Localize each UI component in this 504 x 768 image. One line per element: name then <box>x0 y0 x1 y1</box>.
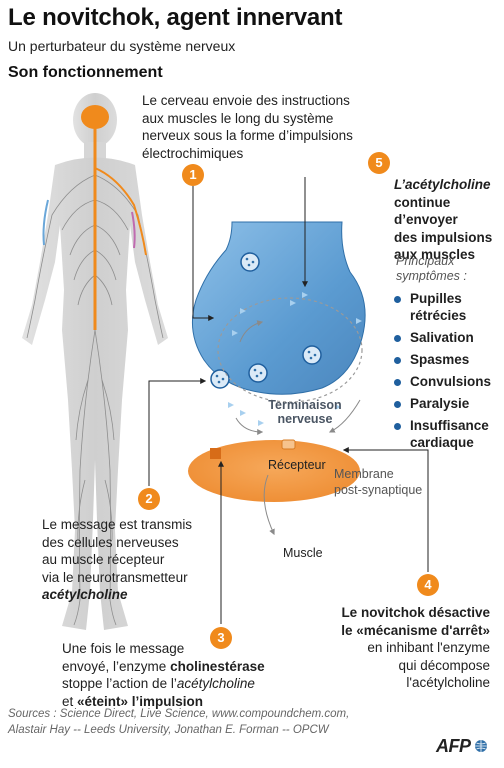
step-badge-1: 1 <box>182 164 204 186</box>
step-4-line: l'acétylcholine <box>406 675 490 690</box>
step-1-text: Le cerveau envoie des instructions aux m… <box>142 92 353 162</box>
step-3-turns-off: «éteint» l’impulsion <box>77 693 204 709</box>
vesicles <box>210 252 322 389</box>
symptoms-intro: Principaux symptômes : <box>396 254 467 284</box>
symptom-line: rétrécies <box>410 308 467 323</box>
symptom-item: Paralysie <box>392 395 491 412</box>
muscle-membrane-shape <box>188 440 360 502</box>
symptom-item: Spasmes <box>392 351 491 368</box>
step-3-line: et «éteint» l’impulsion <box>62 693 265 711</box>
acetylcholine-cycle-path <box>217 297 363 403</box>
step-1-line: aux muscles le long du système <box>142 110 334 126</box>
step-3-line: Une fois le message <box>62 641 185 656</box>
symptoms-intro-line: symptômes : <box>396 269 467 283</box>
step-3-fragment: stoppe l’action de l’ <box>62 676 177 691</box>
step-5-acetylcholine: L’acétylcholine <box>394 177 491 192</box>
step-4-line-bold: le «mécanisme d'arrêt» <box>341 622 490 638</box>
symptom-line: Salivation <box>410 330 474 345</box>
step-5-line: aux muscles <box>394 247 476 262</box>
step-2-line: via le neurotransmetteur <box>42 569 188 585</box>
step-2-text: Le message est transmis des cellules ner… <box>42 516 192 604</box>
step-5-line: des impulsions <box>394 229 493 245</box>
muscle-label: Muscle <box>283 546 323 560</box>
connector-lines <box>148 177 429 624</box>
step-badge-2: 2 <box>138 488 160 510</box>
symptom-item: Insuffisance cardiaque <box>392 417 491 451</box>
nerve-highlight-blue <box>42 199 49 246</box>
step-3-fragment: envoyé, l’enzyme <box>62 658 171 674</box>
symptoms-intro-line: Principaux <box>396 254 455 268</box>
symptom-line: Paralysie <box>410 396 470 411</box>
symptoms-list: Pupilles rétrécies Salivation Spasmes Co… <box>392 290 491 456</box>
step-2-acetylcholine: acétylcholine <box>42 587 128 602</box>
nerve-highlight-purple <box>131 211 136 249</box>
nerve-terminal-shape <box>191 221 366 395</box>
afp-logo-text: AFP <box>436 736 470 756</box>
step-5-line: continue <box>394 194 451 210</box>
membrane-label-line: post-synaptique <box>334 483 423 497</box>
sources-credit: Sources : Science Direct, Live Science, … <box>8 706 349 738</box>
symptom-line: Pupilles <box>410 291 462 306</box>
nerve-terminal-label: Terminaison nerveuse <box>263 398 347 426</box>
step-2-line: Le message est transmis <box>42 517 193 532</box>
step-3-fragment: et <box>62 693 78 709</box>
bullet-icon <box>394 357 401 364</box>
step-4-line: qui décompose <box>398 657 490 673</box>
flow-arrows <box>235 320 361 536</box>
infographic-title: Le novitchok, agent innervant <box>8 4 343 31</box>
symptom-line: Insuffisance <box>410 418 489 433</box>
step-3-line: envoyé, l’enzyme cholinestérase <box>62 658 265 676</box>
step-2-line: au muscle récepteur <box>42 552 165 567</box>
nerve-terminal-label-line: nerveuse <box>277 412 333 426</box>
step-1-line: nerveux sous la forme d’impulsions <box>142 128 353 143</box>
step-3-text: Une fois le message envoyé, l’enzyme cho… <box>62 640 265 710</box>
vesicle-dots <box>215 257 317 384</box>
enzyme-marker <box>210 448 221 459</box>
step-4-line: en inhibant l'enzyme <box>367 640 490 655</box>
step-4-text: Le novitchok désactive le «mécanisme d'a… <box>341 604 490 692</box>
symptom-line: Spasmes <box>410 352 470 367</box>
step-4-line-bold: Le novitchok désactive <box>341 605 490 620</box>
symptom-item: Pupilles rétrécies <box>392 290 491 324</box>
sources-line: Sources : Science Direct, Live Science, … <box>8 708 350 720</box>
nerve-terminal-label-line: Terminaison <box>268 398 342 412</box>
membrane-label-line: Membrane <box>334 467 394 481</box>
bullet-icon <box>394 423 401 430</box>
step-badge-3: 3 <box>210 627 232 649</box>
symptom-line: cardiaque <box>410 435 474 450</box>
step-badge-5: 5 <box>368 152 390 174</box>
bullet-icon <box>394 401 401 408</box>
afp-logo: AFP <box>436 736 488 757</box>
brain-and-spinal-cord <box>81 105 147 330</box>
neurotransmitter-particles <box>228 292 362 426</box>
receptor-label: Récepteur <box>268 458 326 472</box>
bullet-icon <box>394 335 401 342</box>
infographic-subtitle: Un perturbateur du système nerveux <box>8 38 236 54</box>
bullet-icon <box>394 379 401 386</box>
step-3-acetylcholine: acétylcholine <box>176 676 255 691</box>
membrane-label: Membrane post-synaptique <box>334 466 422 498</box>
step-3-cholinesterase: cholinestérase <box>170 658 265 674</box>
step-badge-4: 4 <box>417 574 439 596</box>
receptor-marker <box>281 439 296 450</box>
step-3-line: stoppe l’action de l’acétylcholine <box>62 675 265 693</box>
symptom-line: Convulsions <box>410 374 492 389</box>
bullet-icon <box>394 296 401 303</box>
symptom-item: Convulsions <box>392 373 491 390</box>
step-5-text: L’acétylcholine continue d’envoyer des i… <box>394 176 492 264</box>
globe-icon <box>475 740 488 752</box>
step-1-line: électrochimiques <box>142 145 244 161</box>
sources-line: Alastair Hay -- Leeds University, Jonath… <box>8 724 329 736</box>
step-5-line: d’envoyer <box>394 212 458 227</box>
step-1-line: Le cerveau envoie des instructions <box>142 93 350 108</box>
step-2-line: des cellules nerveuses <box>42 534 179 550</box>
section-heading: Son fonctionnement <box>8 64 163 81</box>
symptom-item: Salivation <box>392 329 491 346</box>
